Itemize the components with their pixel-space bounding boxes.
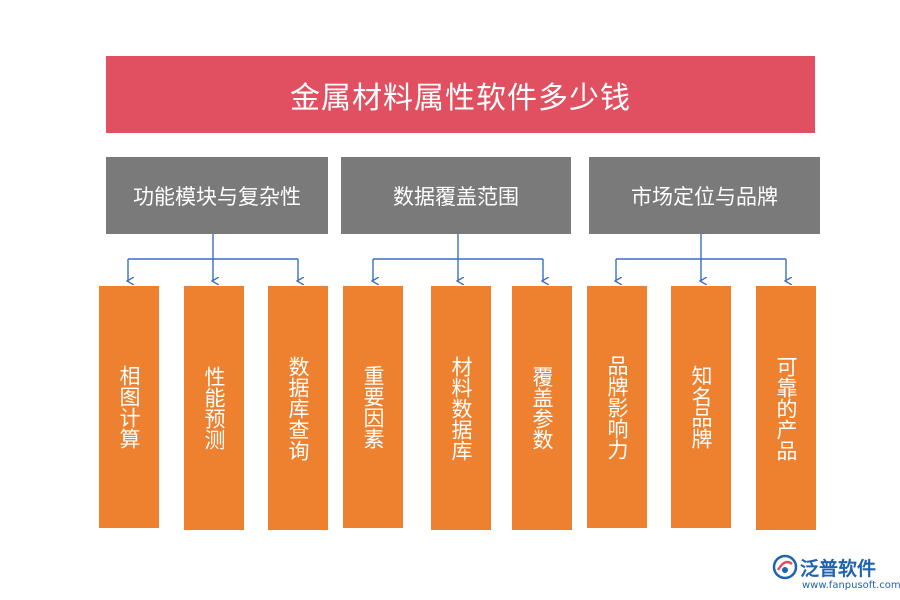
leaf-reliable-products: 可靠的产品 bbox=[756, 286, 816, 530]
leaf-material-database: 材料数据库 bbox=[431, 286, 491, 530]
leaf-phase-diagram-calc: 相图计算 bbox=[99, 286, 159, 528]
category-box-market-brand: 市场定位与品牌 bbox=[589, 157, 820, 234]
fanpu-logo: 泛普软件 www.fanpusoft.com bbox=[772, 552, 900, 596]
leaf-performance-prediction: 性能预测 bbox=[184, 286, 244, 530]
leaf-database-query: 数据库查询 bbox=[268, 286, 328, 530]
logo-name: 泛普软件 bbox=[800, 558, 877, 580]
diagram-title: 金属材料属性软件多少钱 bbox=[106, 56, 815, 133]
fanpu-logo-icon bbox=[772, 554, 798, 580]
leaf-important-factors: 重要因素 bbox=[343, 286, 403, 528]
category-box-data-coverage: 数据覆盖范围 bbox=[341, 157, 571, 234]
leaf-well-known-brands: 知名品牌 bbox=[671, 286, 731, 528]
leaf-brand-influence: 品牌影响力 bbox=[587, 286, 647, 528]
leaf-coverage-parameters: 覆盖参数 bbox=[512, 286, 572, 530]
category-box-function-modules: 功能模块与复杂性 bbox=[106, 157, 328, 234]
logo-url: www.fanpusoft.com bbox=[802, 580, 900, 591]
